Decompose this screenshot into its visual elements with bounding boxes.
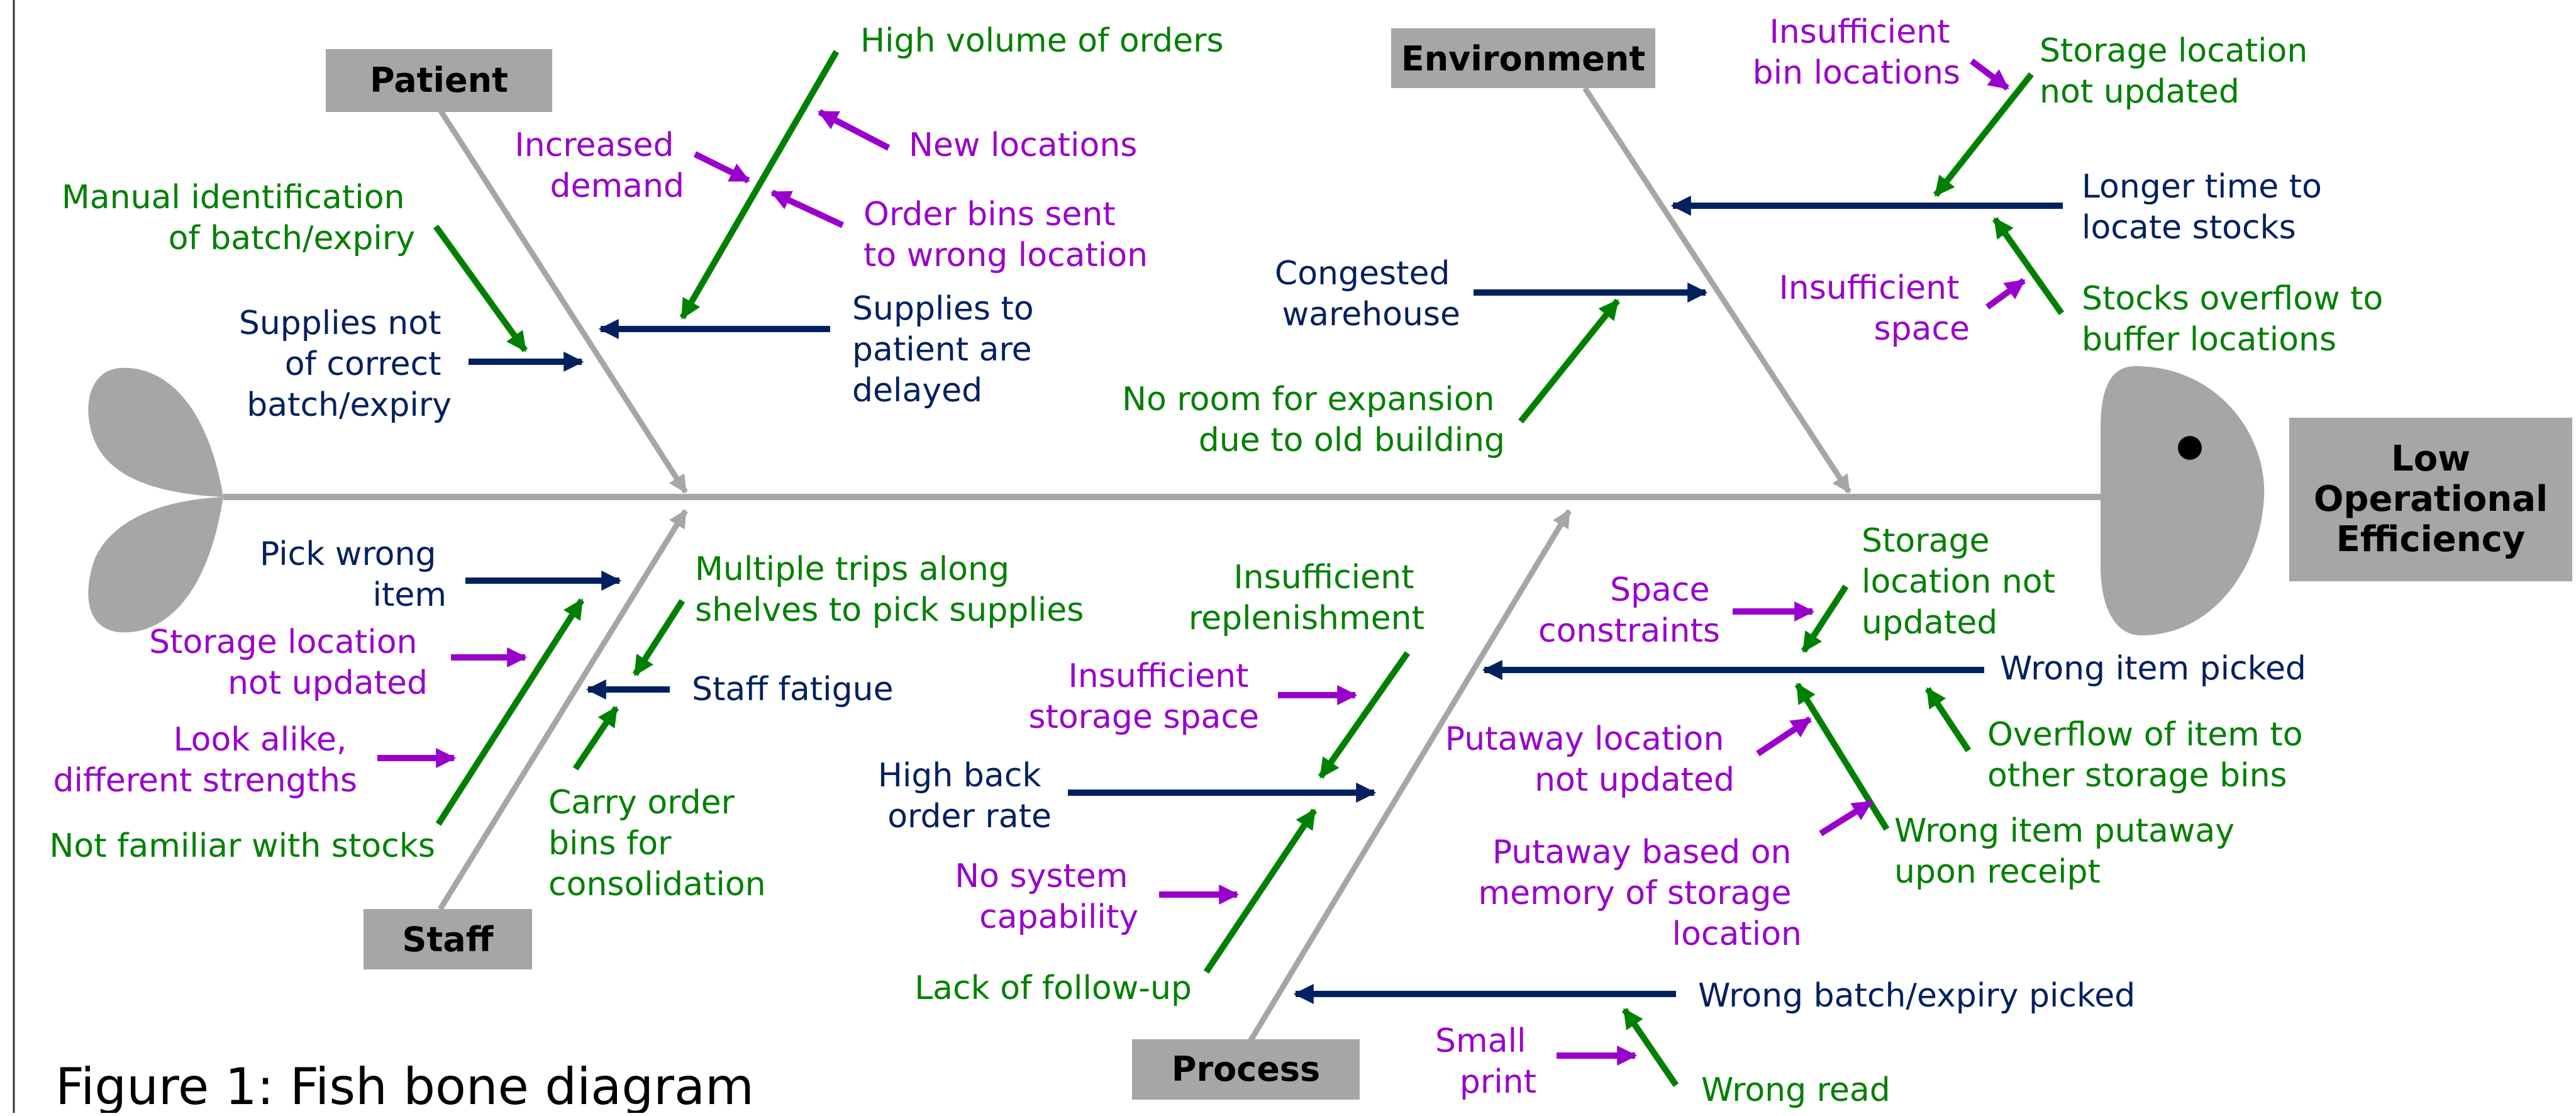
- fish-head: [2101, 366, 2265, 635]
- process-arrow-wrong-read: [1621, 1008, 1679, 1087]
- patient-manual-identification: Manual identification of batch/expiry: [62, 179, 415, 257]
- environment-arrow-no-room: [1518, 298, 1620, 424]
- category-patient: Patient: [326, 49, 552, 112]
- staff-arrow-not-familiar: [435, 598, 585, 826]
- patient-supplies-not-correct: Supplies not of correct batch/expiry: [239, 304, 452, 424]
- category-patient-label: Patient: [370, 60, 508, 100]
- process-wrong-putaway: Wrong item putaway upon receipt: [1894, 812, 2245, 891]
- process-arrow-lack-followup: [1203, 808, 1318, 974]
- process-wrong-read: Wrong read: [1701, 1071, 1890, 1109]
- patient-new-locations: New locations: [909, 126, 1137, 164]
- process-space-constraints: Space constraints: [1538, 571, 1720, 650]
- environment-no-room: No room for expansion due to old buildin…: [1122, 381, 1505, 459]
- environment-stocks-overflow: Stocks overflow to buffer locations: [2082, 280, 2394, 359]
- effect-line-3: Efficiency: [2336, 519, 2526, 560]
- environment-longer-time: Longer time to locate stocks: [2082, 168, 2332, 247]
- environment-congested: Congested warehouse: [1275, 255, 1460, 333]
- effect-box: Low Operational Efficiency: [2289, 418, 2572, 581]
- patient-arrow-increased-demand: [693, 151, 750, 184]
- staff-arrow-multiple-trips: [632, 599, 686, 676]
- process-arrow-putaway-memory: [1819, 799, 1873, 837]
- process-arrow-overflow-item: [1924, 687, 1972, 752]
- environment-insufficient-space: Insufficient space: [1779, 269, 1970, 348]
- category-staff: Staff: [364, 909, 532, 969]
- process-putaway-memory: Putaway based on memory of storage locat…: [1478, 834, 1802, 953]
- patient-arrow-order-bins: [770, 189, 845, 228]
- category-process-label: Process: [1172, 1049, 1320, 1089]
- category-environment: Environment: [1391, 28, 1655, 88]
- patient-arrow-new-locations: [818, 109, 891, 151]
- environment-causes: Congested warehouse No room for expansio…: [1122, 13, 2394, 459]
- staff-fatigue: Staff fatigue: [692, 671, 894, 708]
- bone-patient: [438, 108, 688, 494]
- process-overflow-item: Overflow of item to other storage bins: [1987, 716, 2313, 795]
- process-insufficient-storage: Insufficient storage space: [1028, 657, 1259, 736]
- figure-caption: Figure 1: Fish bone diagram: [55, 1057, 754, 1113]
- fish-tail: [88, 367, 223, 633]
- category-staff-label: Staff: [402, 920, 494, 959]
- process-insufficient-replenishment: Insufficient replenishment: [1189, 559, 1424, 637]
- process-arrow-storage-location-not-updated: [1801, 584, 1849, 653]
- process-putaway-not-updated: Putaway location not updated: [1445, 720, 1735, 799]
- bone-process: [1246, 509, 1572, 1046]
- process-arrow-putaway-not-updated: [1756, 716, 1812, 757]
- staff-storage-not-updated: Storage location not updated: [149, 623, 428, 702]
- process-arrow-insufficient-replenishment: [1318, 651, 1411, 779]
- staff-carry-order: Carry order bins for consolidation: [548, 784, 766, 903]
- process-no-system: No system capability: [955, 857, 1138, 936]
- process-lack-followup: Lack of follow-up: [914, 969, 1192, 1007]
- process-small-print: Small print: [1435, 1022, 1536, 1101]
- process-causes: High back order rate Insufficient replen…: [878, 522, 2313, 1109]
- bone-environment: [1582, 86, 1852, 494]
- patient-order-bins: Order bins sent to wrong location: [863, 196, 1148, 274]
- staff-multiple-trips: Multiple trips along shelves to pick sup…: [695, 550, 1084, 629]
- staff-not-familiar: Not familiar with stocks: [49, 827, 435, 865]
- fish-eye: [2178, 436, 2202, 460]
- patient-arrow-manual-identification: [433, 225, 528, 352]
- patient-high-volume: High volume of orders: [860, 22, 1224, 60]
- process-wrong-batch: Wrong batch/expiry picked: [1698, 977, 2135, 1015]
- staff-arrow-carry-order: [572, 706, 619, 771]
- patient-increased-demand: Increased demand: [514, 126, 684, 205]
- effect-line-1: Low: [2391, 438, 2470, 479]
- effect-line-2: Operational: [2314, 479, 2548, 520]
- bone-staff: [438, 509, 688, 911]
- staff-look-alike: Look alike, different strengths: [53, 721, 358, 800]
- staff-pick-wrong: Pick wrong item: [260, 535, 447, 614]
- category-environment-label: Environment: [1401, 39, 1645, 79]
- process-high-back-order: High back order rate: [878, 757, 1052, 835]
- process-wrong-item-picked: Wrong item picked: [2000, 650, 2306, 688]
- environment-arrow-insufficient-space: [1985, 277, 2026, 310]
- environment-arrow-stocks-overflow: [1992, 217, 2065, 315]
- environment-storage-not-updated: Storage location not updated: [2040, 32, 2318, 111]
- staff-causes: Pick wrong item Storage location not upd…: [49, 535, 1084, 903]
- patient-arrow-high-volume: [679, 50, 840, 320]
- category-process: Process: [1132, 1039, 1360, 1100]
- patient-supplies-delayed: Supplies to patient are delayed: [852, 290, 1044, 410]
- patient-causes: Supplies not of correct batch/expiry Sup…: [62, 22, 1224, 424]
- environment-arrow-insufficient-bin: [1969, 59, 2010, 91]
- environment-arrow-storage-not-updated: [1933, 72, 2034, 198]
- environment-insufficient-bin: Insufficient bin locations: [1753, 13, 1960, 92]
- process-arrow-wrong-putaway: [1794, 683, 1890, 831]
- process-storage-location-not-updated: Storage location not updated: [1862, 522, 2066, 642]
